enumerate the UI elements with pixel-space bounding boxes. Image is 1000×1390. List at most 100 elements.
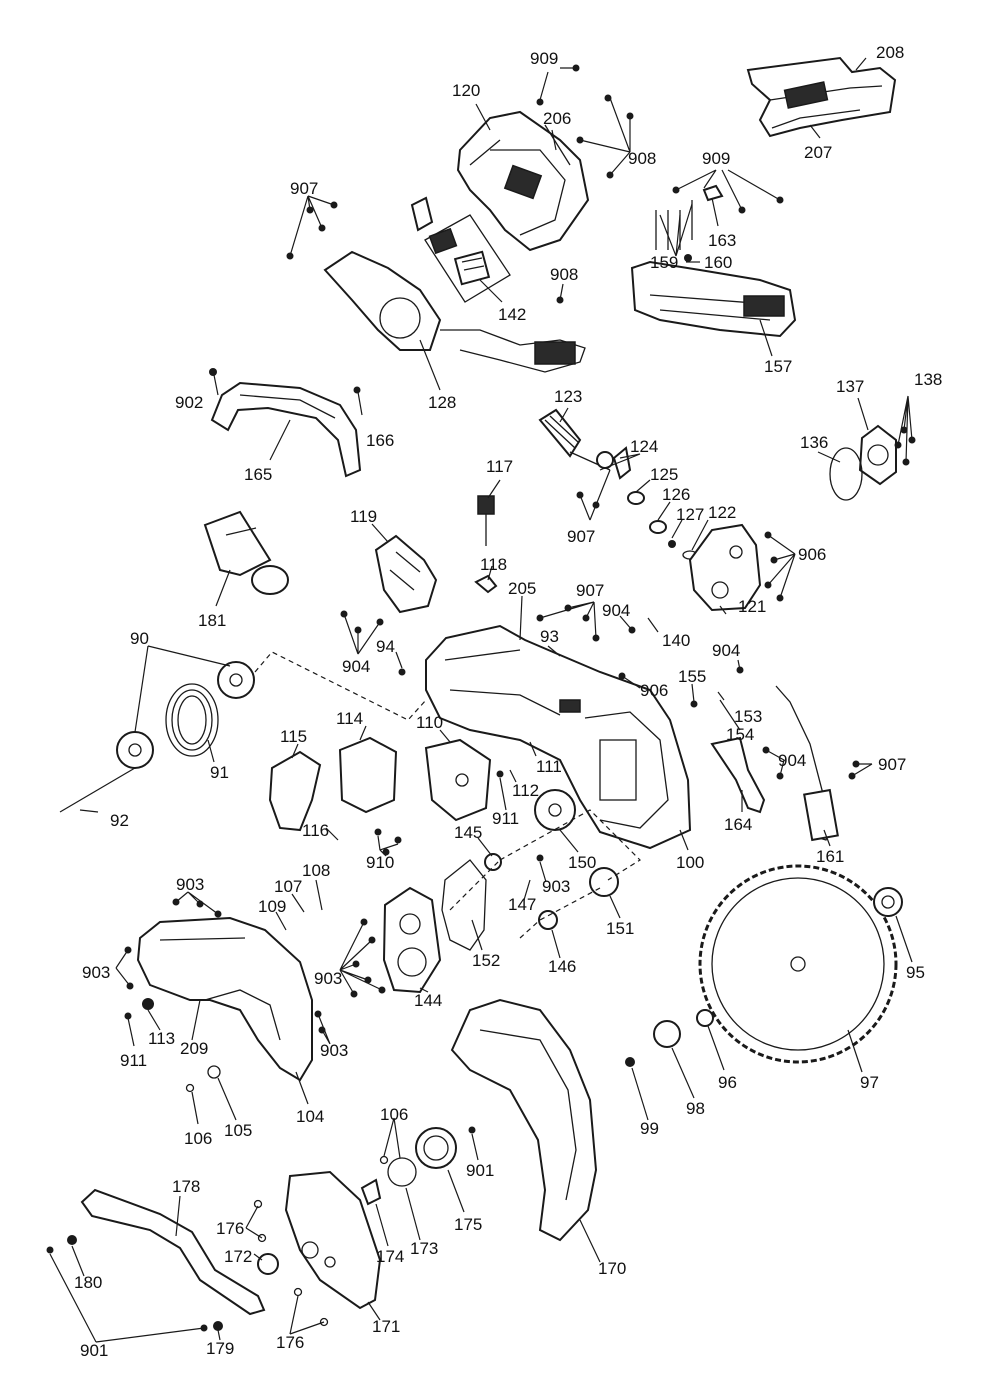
callout-122: 122: [708, 503, 736, 522]
callout-163: 163: [708, 231, 736, 250]
callout-110: 110: [416, 713, 443, 732]
callout-205: 205: [508, 579, 536, 598]
part-123-armature: [538, 408, 698, 560]
callout-908: 908: [550, 265, 578, 284]
callout-909: 909: [702, 149, 730, 168]
part-157-handle: [630, 184, 797, 338]
callout-126: 126: [662, 485, 690, 504]
callout-labels: 909 208 120 206 908 207 909 907 163 159 …: [74, 43, 942, 1360]
part-117-knob: [474, 495, 498, 594]
callout-138: 138: [914, 370, 942, 389]
callout-116: 116: [302, 821, 329, 840]
callout-161: 161: [816, 847, 844, 866]
part-97-saw-blade: [698, 864, 898, 1064]
callout-118: 118: [480, 555, 507, 574]
callout-904: 904: [778, 751, 806, 770]
callout-119: 119: [350, 507, 377, 526]
part-121-gear-case: [688, 523, 762, 612]
part-165-carry-handle: [210, 381, 362, 478]
part-170-fence: [450, 998, 598, 1242]
callout-165: 165: [244, 465, 272, 484]
callout-170: 170: [598, 1259, 626, 1278]
callout-153: 153: [734, 707, 762, 726]
part-119-elbow: [374, 534, 438, 614]
callout-155: 155: [678, 667, 706, 686]
callout-96: 96: [718, 1073, 737, 1092]
callout-911: 911: [492, 809, 519, 828]
part-90-91-92-spring: [59, 661, 255, 813]
callout-904: 904: [342, 657, 370, 676]
callout-97: 97: [860, 1073, 879, 1092]
callout-113: 113: [148, 1029, 175, 1048]
part-178-link-rod: [67, 1188, 266, 1331]
callout-164: 164: [724, 815, 752, 834]
part-205-100-main-housing: [425, 624, 692, 850]
callout-114: 114: [336, 709, 363, 728]
callout-123: 123: [554, 387, 582, 406]
part-208-top-cover: [746, 56, 897, 138]
callout-106: 106: [184, 1129, 212, 1148]
callout-109: 109: [258, 897, 286, 916]
part-142-switch: [410, 196, 511, 303]
callout-121: 121: [738, 597, 766, 616]
callout-107: 107: [274, 877, 302, 896]
callout-903: 903: [314, 969, 342, 988]
callout-95: 95: [906, 963, 925, 982]
callout-100: 100: [676, 853, 704, 872]
part-114-115-110-guards: [268, 736, 492, 832]
callout-179: 179: [206, 1339, 234, 1358]
callout-92: 92: [110, 811, 129, 830]
callout-117: 117: [486, 457, 513, 476]
part-120-206-housing: [456, 110, 590, 252]
callout-91: 91: [210, 763, 229, 782]
callout-150: 150: [568, 853, 596, 872]
part-171-guard-plate: [257, 1127, 457, 1310]
callout-154: 154: [726, 725, 754, 744]
callout-108: 108: [302, 861, 330, 880]
callout-99: 99: [640, 1119, 659, 1138]
callout-903: 903: [176, 875, 204, 894]
callout-910: 910: [366, 853, 394, 872]
part-104-lower-guard: [136, 916, 313, 1082]
callout-175: 175: [454, 1215, 482, 1234]
callout-140: 140: [662, 631, 690, 650]
callout-145: 145: [454, 823, 482, 842]
callout-902: 902: [175, 393, 203, 412]
callout-125: 125: [650, 465, 678, 484]
callout-171: 171: [372, 1317, 400, 1336]
leader-lines: [49, 57, 913, 1343]
callout-174: 174: [376, 1247, 404, 1266]
callout-147: 147: [508, 895, 536, 914]
callout-157: 157: [764, 357, 792, 376]
callout-104: 104: [296, 1107, 324, 1126]
callout-907: 907: [576, 581, 604, 600]
callout-90: 90: [130, 629, 149, 648]
callout-112: 112: [512, 781, 539, 800]
callout-160: 160: [704, 253, 732, 272]
callout-907: 907: [567, 527, 595, 546]
callout-903: 903: [82, 963, 110, 982]
callout-207: 207: [804, 143, 832, 162]
callout-904: 904: [712, 641, 740, 660]
callout-906: 906: [798, 545, 826, 564]
callout-911: 911: [120, 1051, 147, 1070]
callout-907: 907: [290, 179, 318, 198]
callout-208: 208: [876, 43, 904, 62]
callout-907: 907: [878, 755, 906, 774]
callout-144: 144: [414, 991, 442, 1010]
callout-904: 904: [602, 601, 630, 620]
part-181-dust-port: [203, 510, 289, 595]
callout-146: 146: [548, 957, 576, 976]
callout-903: 903: [542, 877, 570, 896]
callout-152: 152: [472, 951, 500, 970]
callout-124: 124: [630, 437, 658, 456]
callout-106: 106: [380, 1105, 408, 1124]
callout-142: 142: [498, 305, 526, 324]
part-95-98-96-washers: [625, 887, 903, 1067]
part-144-gear-cover: [382, 886, 442, 994]
part-152-gasket: [441, 859, 487, 951]
callout-901: 901: [80, 1341, 108, 1360]
callout-176: 176: [276, 1333, 304, 1352]
part-128-field: [323, 250, 586, 373]
